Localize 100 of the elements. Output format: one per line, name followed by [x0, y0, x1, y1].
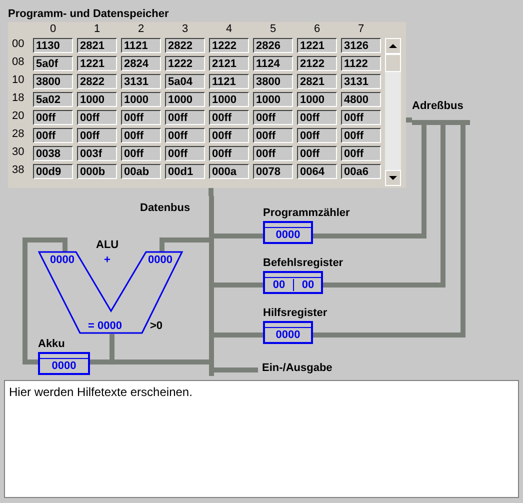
register-field: 0000: [38, 352, 90, 375]
register-heading: Akku: [38, 338, 65, 350]
memory-cell: 5a04: [165, 74, 205, 89]
memory-cell: 000a: [209, 164, 249, 179]
memory-cell: 2821: [297, 74, 337, 89]
panel-heading: Programm- und Datenspeicher: [8, 8, 169, 20]
memory-cell: 00ff: [209, 146, 249, 161]
memory-cell: 00ff: [33, 128, 73, 143]
memory-cell: 2822: [77, 74, 117, 89]
memory-cell: 1000: [297, 92, 337, 107]
memory-cell: 2122: [297, 56, 337, 71]
memory-cell: 00d9: [33, 164, 73, 179]
bus-line: [313, 125, 466, 338]
memory-cell: 3800: [253, 74, 293, 89]
memory-cell: 2121: [209, 56, 249, 71]
memory-cell: 2822: [165, 38, 205, 53]
memory-cell: 00ff: [165, 110, 205, 125]
memory-cell: 3131: [121, 74, 161, 89]
column-header: 2: [136, 23, 146, 36]
bus-line: [214, 234, 263, 238]
bus-label: Adreßbus: [412, 100, 464, 112]
memory-cell: 1121: [209, 74, 249, 89]
memory-cell: 0038: [33, 146, 73, 161]
memory-cell: 00ff: [121, 110, 161, 125]
memory-cell: 00ff: [121, 128, 161, 143]
bus-line: [313, 125, 426, 238]
address-bus: [412, 100, 470, 125]
column-header: 1: [92, 23, 102, 36]
bus-line: [214, 332, 263, 338]
bus-line: [406, 118, 412, 122]
memory-cell: 00ff: [209, 110, 249, 125]
register-field: 00 00: [263, 271, 323, 294]
operand-value: 0000: [148, 254, 172, 266]
memory-cell: 2821: [77, 38, 117, 53]
memory-cell: 1000: [253, 92, 293, 107]
memory-cell: 00ff: [165, 146, 205, 161]
memory-cell: 00ff: [77, 110, 117, 125]
column-header: 5: [268, 23, 278, 36]
row-address: 38: [12, 164, 24, 176]
register-heading: Programmzähler: [263, 207, 350, 219]
memory-cell: 1000: [77, 92, 117, 107]
memory-cell: 1122: [341, 56, 381, 71]
row-address: 20: [12, 110, 24, 122]
memory-cell: 00d1: [165, 164, 205, 179]
memory-cell: 1000: [121, 92, 161, 107]
memory-cell: 00ff: [77, 128, 117, 143]
bus-line: [160, 238, 209, 252]
operator-sign: +: [104, 254, 110, 266]
memory-cell: 00ab: [121, 164, 161, 179]
memory-cell: 00ff: [297, 146, 337, 161]
column-header: 4: [224, 23, 234, 36]
memory-cell: 00ff: [121, 146, 161, 161]
memory-cell: 00ff: [253, 110, 293, 125]
memory-cell: 1222: [209, 38, 249, 53]
bus-label: Datenbus: [140, 202, 190, 214]
bus-line: [214, 282, 263, 288]
column-header: 7: [356, 23, 366, 36]
memory-cell: 00ff: [341, 110, 381, 125]
bus-line: [323, 125, 446, 288]
memory-cell: 2826: [253, 38, 293, 53]
help-text: Hier werden Hilfetexte erscheinen.: [9, 385, 192, 399]
row-address: 00: [12, 38, 24, 50]
memory-cell: 3131: [341, 74, 381, 89]
memory-cell: 00ff: [341, 128, 381, 143]
register-heading: Befehlsregister: [263, 257, 344, 269]
memory-cell: 5a0f: [33, 56, 73, 71]
bus-line: [22, 238, 68, 364]
row-address: 08: [12, 56, 24, 68]
register-field: 0000: [263, 221, 313, 244]
memory-cell: 00a6: [341, 164, 381, 179]
memory-cell: 00ff: [209, 128, 249, 143]
row-address: 10: [12, 74, 24, 86]
row-address: 30: [12, 146, 24, 158]
memory-cell: 1221: [297, 38, 337, 53]
memory-cell: 1000: [165, 92, 205, 107]
memory-cell: 0064: [297, 164, 337, 179]
memory-cell: 1130: [33, 38, 73, 53]
result-value: = 0000: [88, 320, 122, 332]
memory-cell: 00ff: [297, 128, 337, 143]
memory-cell: 1121: [121, 38, 161, 53]
memory-cell: 00ff: [253, 128, 293, 143]
row-address: 18: [12, 92, 24, 104]
memory-cell: 000b: [77, 164, 117, 179]
memory-cell: 1124: [253, 56, 293, 71]
flag-label: >0: [150, 320, 163, 332]
column-header: 0: [48, 23, 58, 36]
memory-cell: 4800: [341, 92, 381, 107]
column-header: 3: [180, 23, 190, 36]
alu-heading: ALU: [96, 239, 119, 251]
bus-line: [214, 368, 258, 372]
memory-cell: 00ff: [253, 146, 293, 161]
memory-cell: 00ff: [297, 110, 337, 125]
column-header: 6: [312, 23, 322, 36]
memory-cell: 2824: [121, 56, 161, 71]
memory-cell: 5a02: [33, 92, 73, 107]
register-field: 0000: [263, 321, 313, 344]
operand-value: 0000: [50, 254, 74, 266]
data-bus: [140, 196, 214, 376]
register-heading: Hilfsregister: [263, 307, 328, 319]
memory-cell: 00ff: [33, 110, 73, 125]
